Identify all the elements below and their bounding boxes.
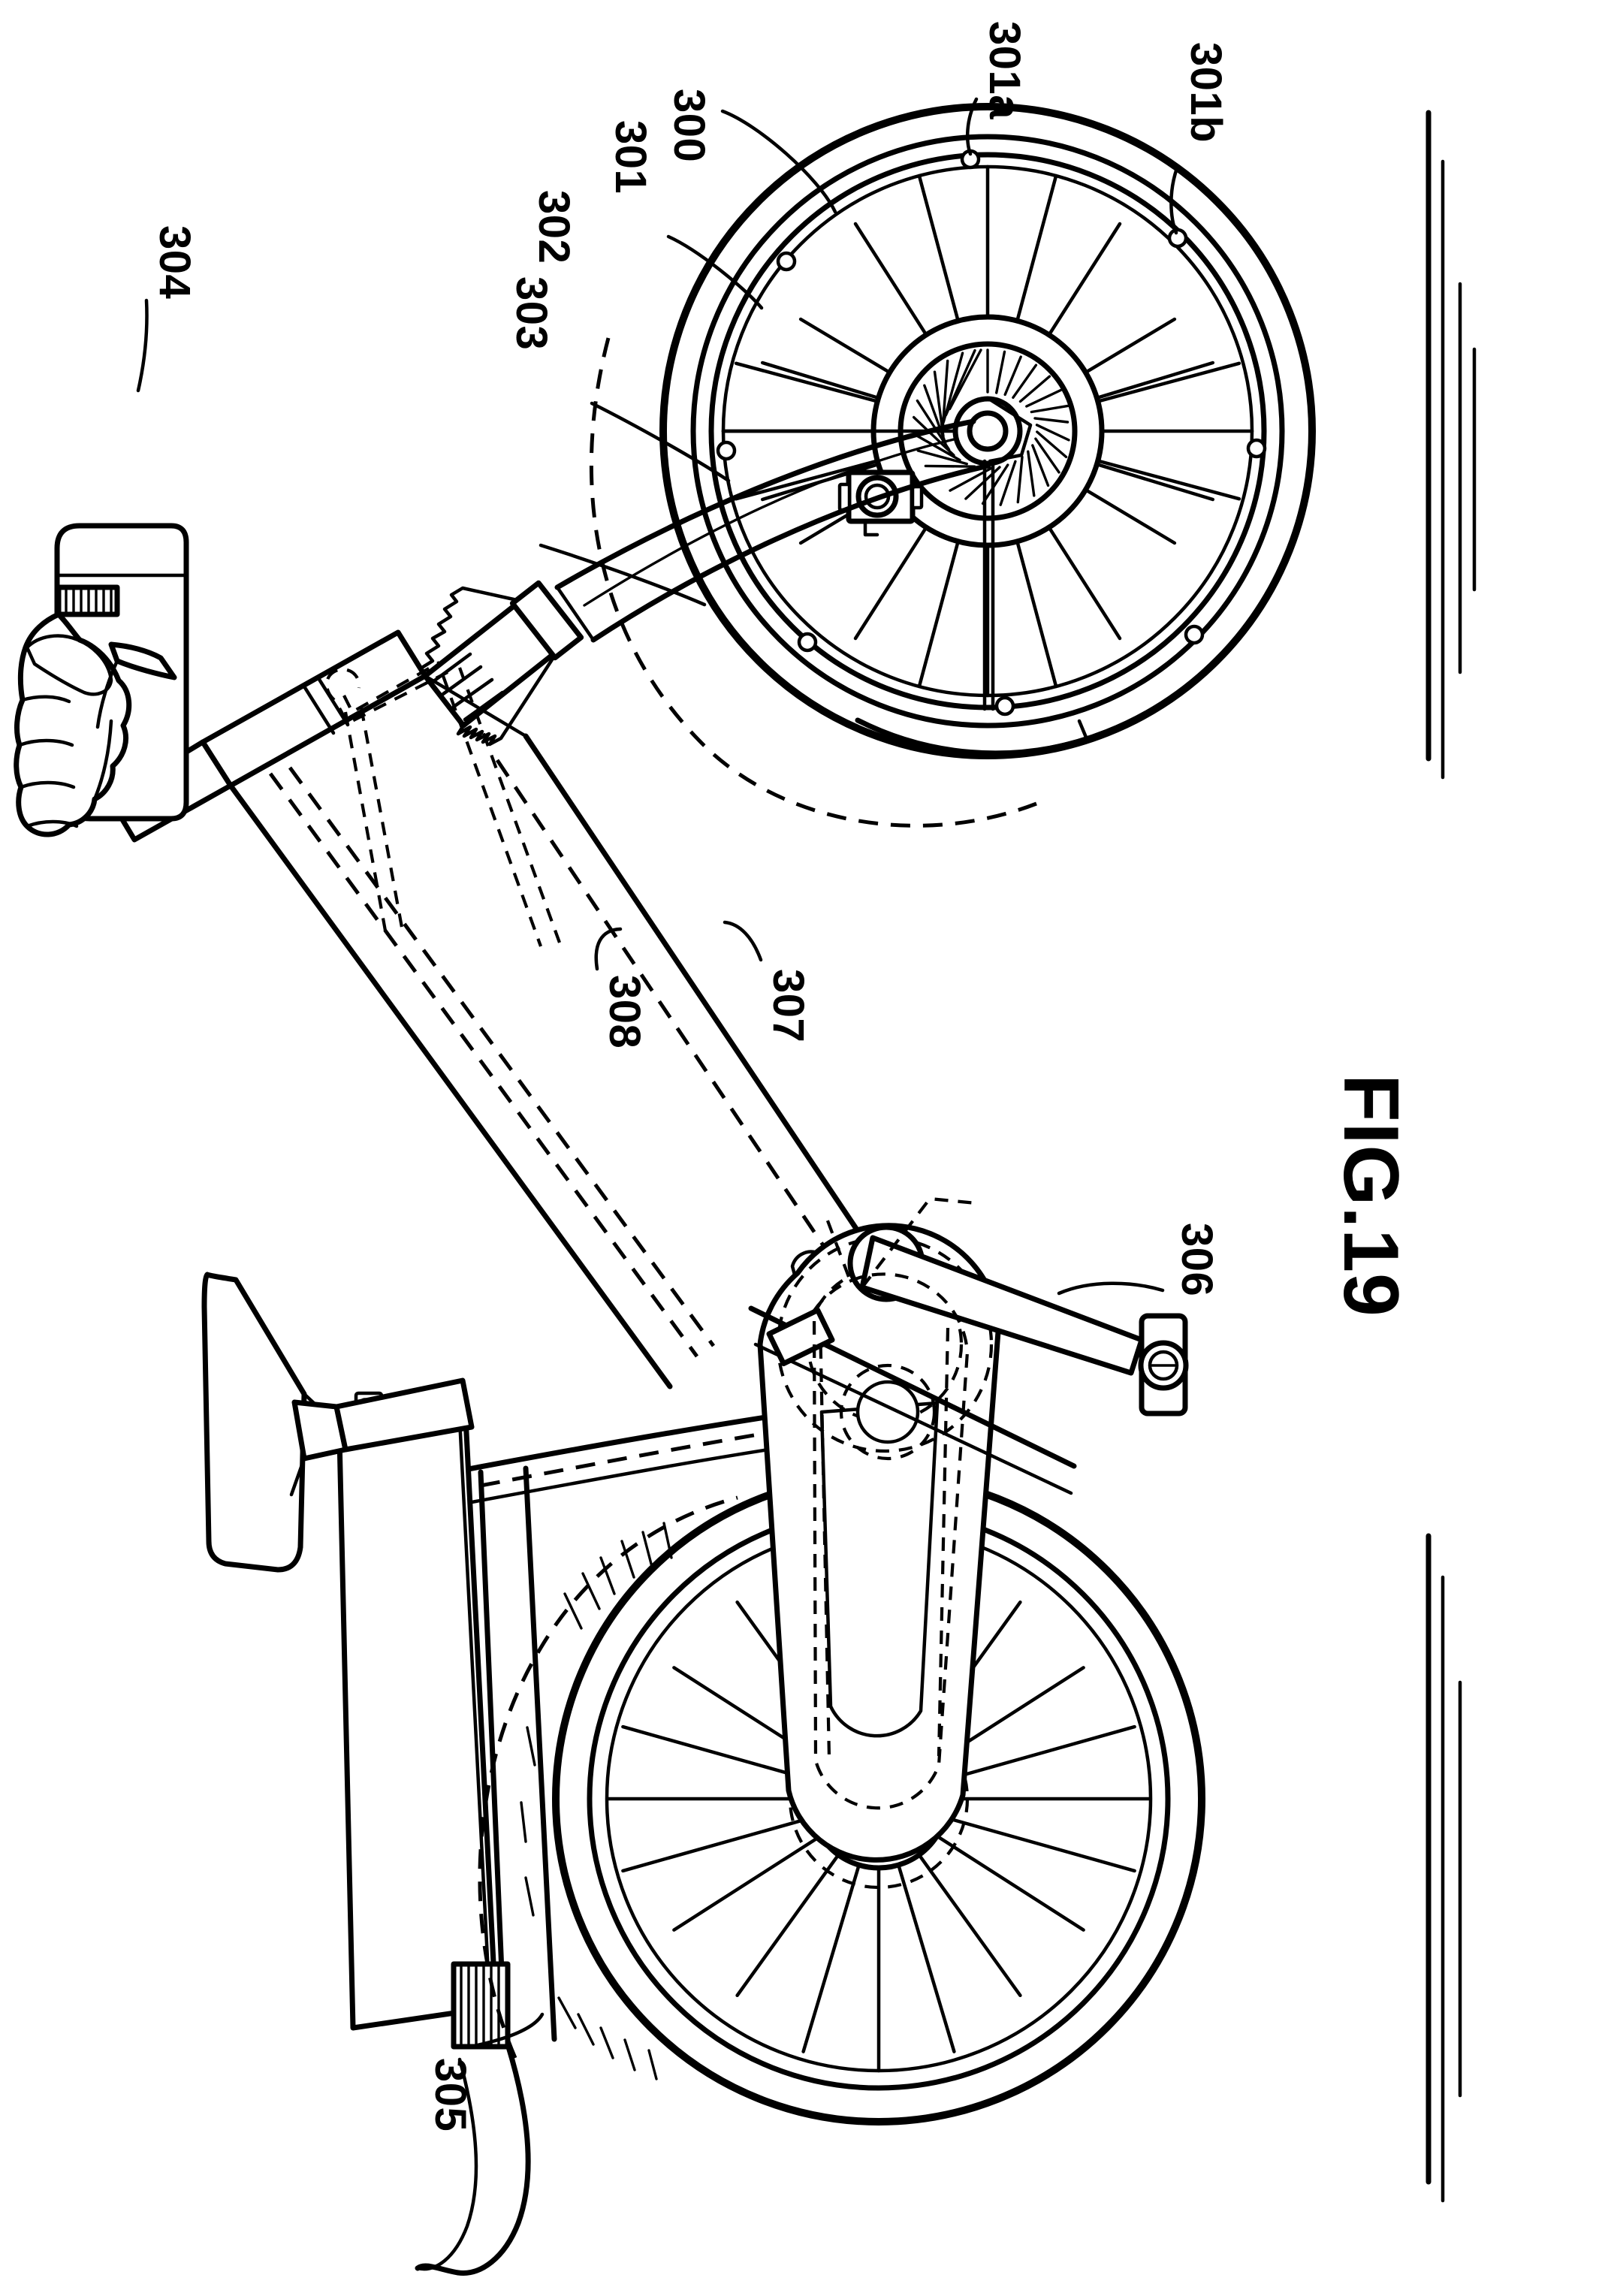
sprocket-phantom [839, 1363, 937, 1461]
leader-307 [723, 920, 763, 962]
brake-lever [108, 641, 177, 680]
hub-axle-inner [967, 410, 1009, 452]
reflector-block-305 [451, 1961, 511, 2050]
seat-tube-right [523, 1465, 557, 2042]
rider-hand [14, 611, 177, 837]
seat-post [333, 1377, 475, 1453]
leader-301b [1169, 166, 1179, 235]
ref-label-301b: 301b [1181, 42, 1230, 143]
leader-306 [1057, 1281, 1165, 1296]
chain-guard-phantom [812, 1272, 970, 1810]
brake-lever-arm [95, 659, 119, 729]
ref-label-301: 301 [606, 120, 655, 194]
seat-tube-left [478, 1469, 508, 2046]
top-tube-308-inner [268, 772, 699, 1358]
fork-internal-phantom [325, 661, 561, 947]
rear-fender-tail [455, 2041, 531, 2276]
saddle-underside [289, 1456, 306, 1497]
front-fender-phantom [589, 337, 1037, 828]
spoke-nipple [1184, 624, 1205, 645]
ref-label-304: 304 [150, 225, 199, 299]
crank-arm-rear-phantom [861, 1196, 977, 1289]
spoke-nipple [1246, 438, 1267, 459]
grip-knurl-band [56, 584, 120, 617]
fork-blade-upper [554, 418, 976, 590]
top-tube-308-outer [228, 783, 673, 1389]
crank-axle [855, 1380, 920, 1444]
front-wheel-spoke-nipples [716, 149, 1267, 717]
fork-crown-edge [555, 585, 596, 642]
front-fender-arc-edge [1077, 719, 1089, 741]
rear-hub-phantom-1 [788, 1708, 970, 1890]
ground-hatch-lines [1426, 110, 1477, 2203]
pedal-306 [1138, 1313, 1189, 1417]
leader-303 [539, 543, 707, 607]
saddle [201, 1272, 307, 1573]
frame-bracket-stub [766, 1307, 835, 1367]
fork-blade-detail [583, 438, 955, 607]
ref-label-305: 305 [426, 2058, 475, 2132]
chain-guard-window [819, 1401, 940, 1738]
handlebar-grip-assembly [14, 523, 189, 837]
leader-301 [666, 234, 764, 310]
leader-lines [136, 97, 1179, 2048]
top-tube-308-inner2 [288, 766, 716, 1347]
ref-label-307: 307 [764, 969, 813, 1042]
crank-arm [859, 1235, 1145, 1376]
chain-stays-phantom [818, 1216, 950, 1758]
rear-tyre-tread-marks [520, 1522, 673, 2080]
hub-flange-detail [985, 396, 1033, 463]
spoke-nipple-301b [1167, 228, 1188, 249]
spoke-nipple [776, 251, 797, 272]
spoke-nipple [994, 695, 1015, 717]
rear-fender-tail-cap [415, 2263, 461, 2276]
spoke-nipple [797, 632, 818, 653]
leader-302 [590, 401, 731, 483]
front-fender-arc [855, 717, 1090, 756]
leader-308 [594, 927, 623, 971]
figure-title: FIG.19 [1327, 1074, 1414, 1317]
ref-label-300: 300 [665, 89, 714, 162]
ref-label-303: 303 [507, 276, 556, 350]
leader-300 [720, 109, 837, 214]
seat-stay-cross-2 [753, 1342, 1073, 1495]
ref-label-301a: 301a [980, 21, 1029, 119]
saddle-assembly [201, 1272, 475, 1573]
rear-fender-plate [336, 1415, 499, 2031]
hub-axle-stem [982, 459, 995, 711]
rear-fender-tail-inner [415, 2057, 478, 2271]
front-wheel-assembly [589, 103, 1316, 828]
ref-label-308: 308 [600, 975, 649, 1048]
rear-fender-edge [457, 1417, 492, 2004]
ref-label-306: 306 [1172, 1223, 1221, 1296]
leader-301a [966, 97, 979, 156]
stem-collar-line2 [302, 684, 336, 735]
leader-305 [472, 2012, 545, 2048]
reference-numeral-labels: 300 301 301a 301b 302 303 304 305 306 30… [150, 21, 1230, 2132]
leader-304 [136, 298, 149, 393]
head-tube-link [423, 674, 528, 738]
chain-guard-assembly [748, 1196, 1189, 1863]
ref-label-302: 302 [529, 190, 578, 264]
spoke-nipple [716, 440, 737, 461]
fork-blade-lower [590, 463, 991, 643]
rear-wheel-fender-phantom [478, 1495, 738, 2059]
